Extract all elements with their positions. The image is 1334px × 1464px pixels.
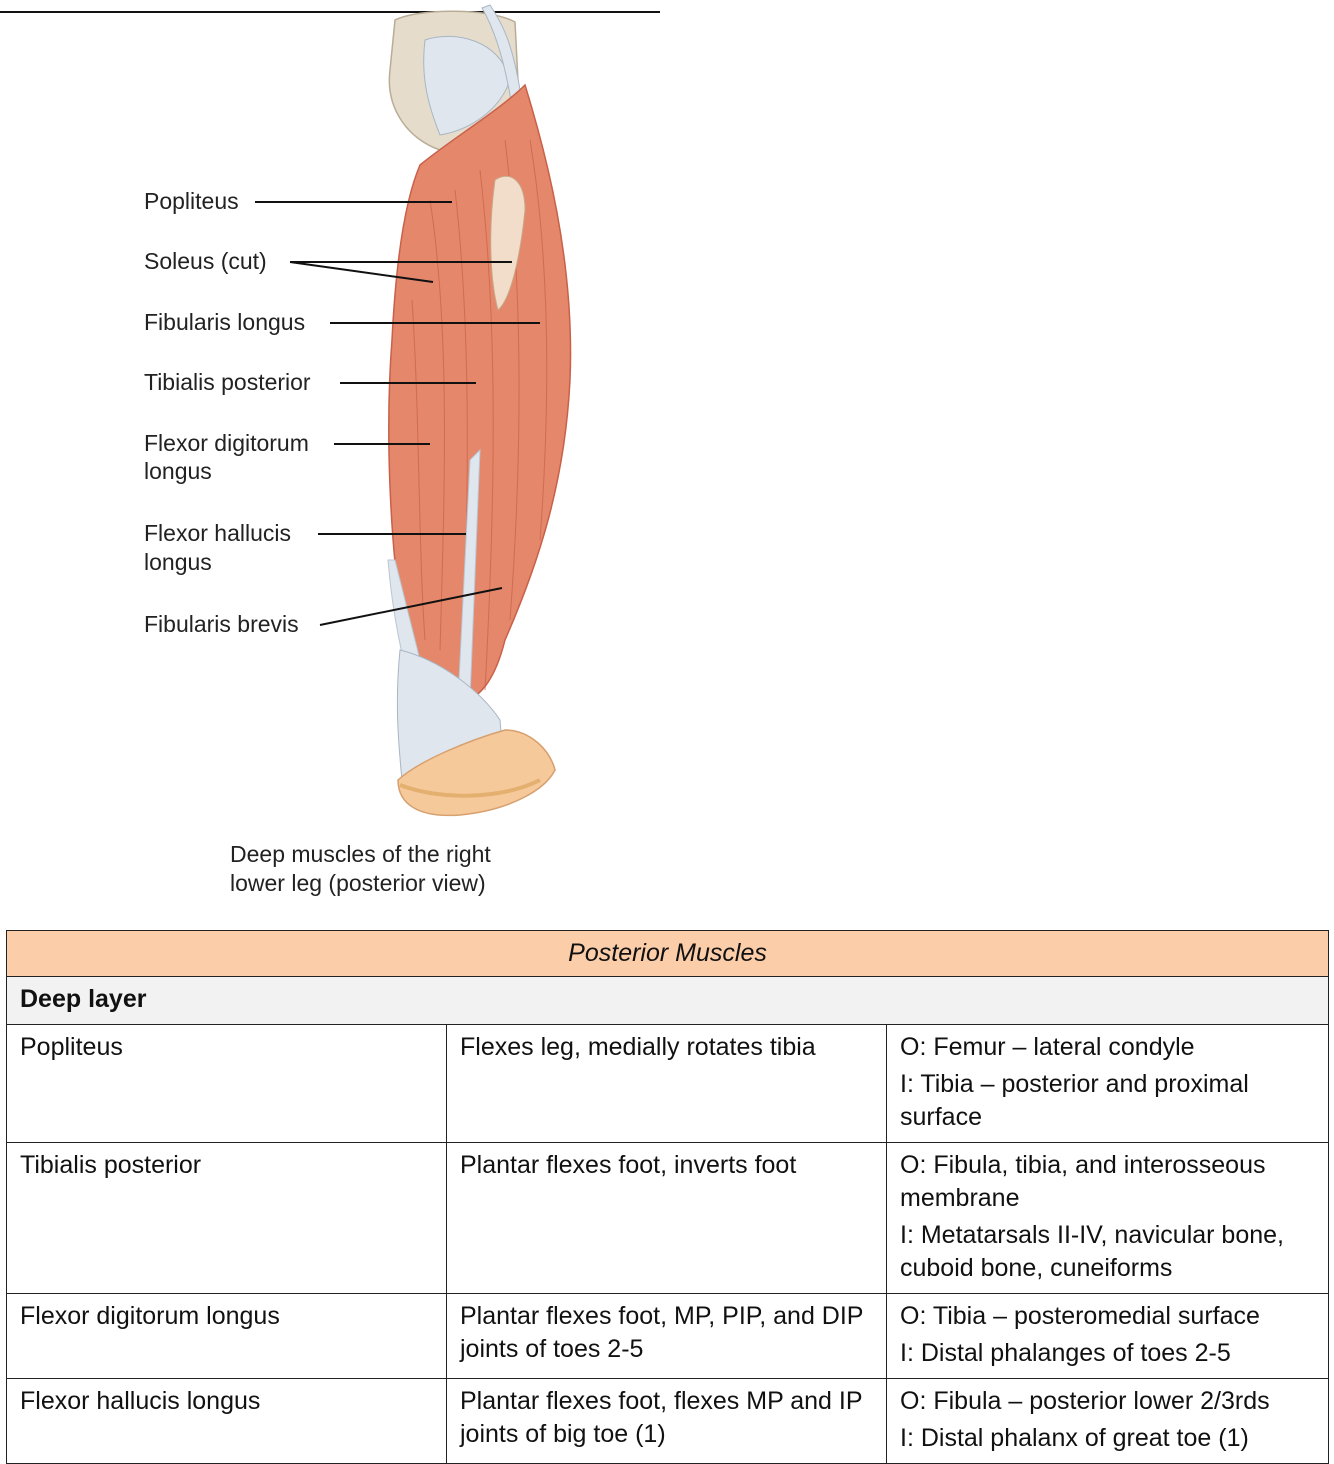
origin: O: Fibula, tibia, and interosseous membr… — [900, 1151, 1266, 1212]
origin-insertion: O: Tibia – posteromedial surface I: Dist… — [885, 1293, 1330, 1379]
muscle-action: Plantar flexes foot, flexes MP and IP jo… — [446, 1378, 887, 1464]
muscle-mass — [388, 83, 572, 706]
insertion: I: Distal phalanx of great toe (1) — [900, 1424, 1249, 1452]
insertion: I: Distal phalanges of toes 2-5 — [900, 1339, 1231, 1367]
label-flexor-digitorum-2: longus — [144, 458, 212, 484]
muscle-name: Flexor hallucis longus — [6, 1378, 447, 1464]
table-row: Popliteus Flexes leg, medially rotates t… — [6, 1024, 1330, 1143]
label-fibularis-brevis: Fibularis brevis — [144, 611, 299, 637]
heel-pad — [399, 778, 541, 798]
label-soleus: Soleus (cut) — [144, 248, 267, 274]
knee-ligament — [423, 35, 511, 136]
origin-insertion: O: Femur – lateral condyle I: Tibia – po… — [885, 1024, 1330, 1143]
anatomy-figure: Popliteus Soleus (cut) Fibularis longus … — [0, 0, 660, 910]
insertion: I: Metatarsals II-IV, navicular bone, cu… — [900, 1221, 1284, 1282]
table-header: Posterior Muscles — [5, 930, 1330, 977]
muscle-name: Flexor digitorum longus — [6, 1293, 447, 1379]
figure-caption: Deep muscles of the right lower leg (pos… — [230, 840, 560, 898]
table-row: Tibialis posterior Plantar flexes foot, … — [6, 1142, 1330, 1294]
label-popliteus: Popliteus — [144, 188, 239, 214]
label-flexor-digitorum: Flexor digitorum — [144, 430, 309, 456]
caption-line-2: lower leg (posterior view) — [230, 870, 486, 896]
posterior-muscles-table: Posterior Muscles Deep layer Popliteus F… — [5, 930, 1330, 1464]
origin-insertion: O: Fibula, tibia, and interosseous membr… — [885, 1142, 1330, 1294]
caption-line-1: Deep muscles of the right — [230, 841, 491, 867]
leader-lines — [255, 201, 540, 626]
origin-insertion: O: Fibula – posterior lower 2/3rds I: Di… — [885, 1378, 1330, 1464]
muscle-action: Flexes leg, medially rotates tibia — [446, 1024, 887, 1143]
table-row: Flexor digitorum longus Plantar flexes f… — [6, 1293, 1330, 1379]
origin: O: Femur – lateral condyle — [900, 1033, 1195, 1061]
origin: O: Tibia – posteromedial surface — [900, 1302, 1260, 1330]
insertion: I: Tibia – posterior and proximal surfac… — [900, 1070, 1249, 1131]
muscle-action: Plantar flexes foot, inverts foot — [446, 1142, 887, 1294]
leg-illustration — [255, 4, 572, 817]
label-flexor-hallucis-2: longus — [144, 549, 212, 575]
table-header-row: Posterior Muscles — [5, 930, 1330, 977]
label-tibialis-posterior: Tibialis posterior — [144, 369, 311, 395]
layer-heading: Deep layer — [5, 976, 1330, 1025]
muscle-action: Plantar flexes foot, MP, PIP, and DIP jo… — [446, 1293, 887, 1379]
top-rule — [0, 11, 660, 13]
origin: O: Fibula – posterior lower 2/3rds — [900, 1387, 1270, 1415]
layer-row: Deep layer — [5, 976, 1330, 1025]
label-fibularis-longus: Fibularis longus — [144, 309, 306, 335]
soleus-cut-area — [490, 175, 526, 311]
table-row: Flexor hallucis longus Plantar flexes fo… — [6, 1378, 1330, 1464]
label-flexor-hallucis: Flexor hallucis — [144, 520, 291, 546]
muscle-name: Popliteus — [6, 1024, 447, 1143]
muscle-name: Tibialis posterior — [6, 1142, 447, 1294]
